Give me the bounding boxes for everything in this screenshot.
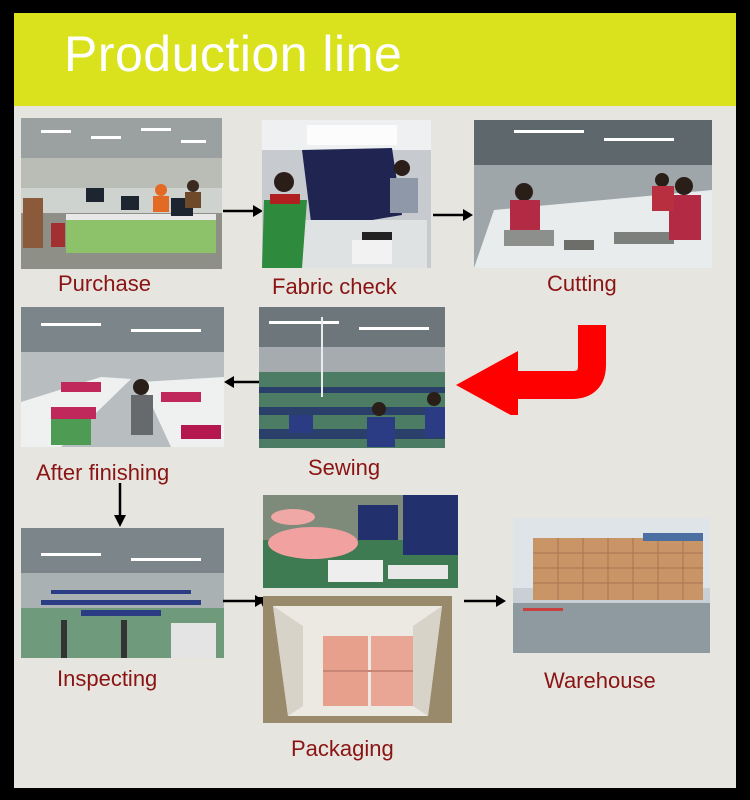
arrow-down xyxy=(114,483,126,527)
step-label-fabric-check: Fabric check xyxy=(272,274,397,299)
step-label-after-finishing: After finishing xyxy=(36,460,170,485)
step-label-sewing: Sewing xyxy=(308,455,381,480)
step-label-purchase: Purchase xyxy=(58,271,151,296)
step-label-cutting: Cutting xyxy=(547,271,617,296)
production-line-diagram: Production line Purchase xyxy=(14,13,736,788)
arrow-left xyxy=(224,376,264,388)
title-banner: Production line xyxy=(14,13,736,106)
sewing-photo xyxy=(259,307,445,448)
warehouse-photo xyxy=(513,518,710,653)
packaging-photo-box xyxy=(263,596,452,723)
step-label-packaging: Packaging xyxy=(291,736,394,761)
step-label-inspecting: Inspecting xyxy=(57,666,158,691)
inspecting-photo xyxy=(21,528,224,658)
cutting-photo xyxy=(474,120,712,268)
arrow-right-4 xyxy=(464,595,506,607)
fabric-check-photo xyxy=(262,120,431,268)
arrow-right-1 xyxy=(223,205,263,217)
purchase-photo xyxy=(21,118,222,269)
after-finishing-photo xyxy=(21,307,224,447)
arrow-right-2 xyxy=(433,209,473,221)
step-label-warehouse: Warehouse xyxy=(544,668,656,693)
packaging-photo-top xyxy=(263,495,458,588)
page-title: Production line xyxy=(64,26,403,82)
red-flow-arrow xyxy=(456,325,606,415)
